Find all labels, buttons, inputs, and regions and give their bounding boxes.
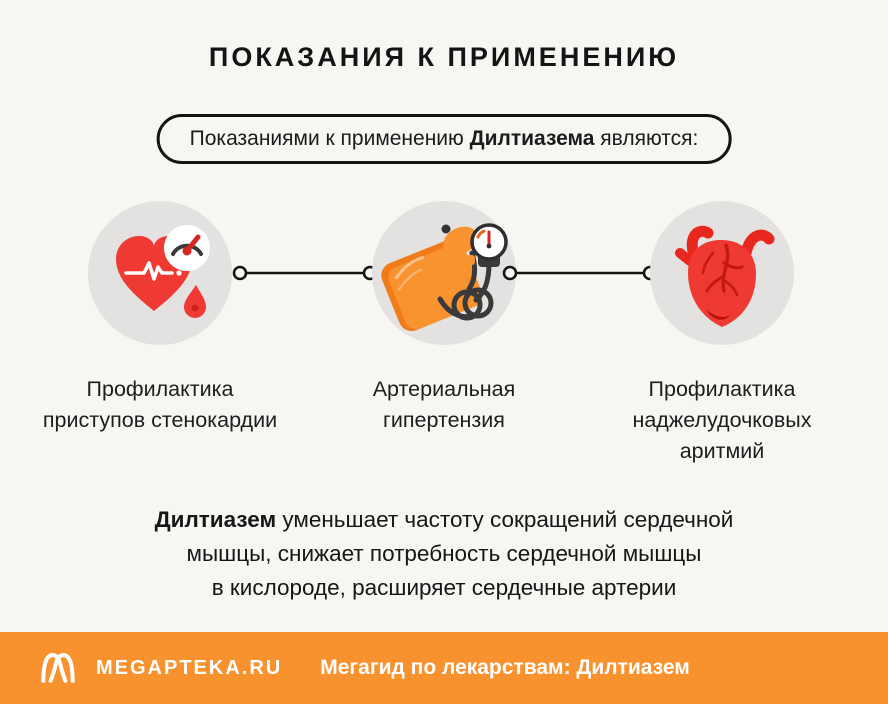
intro-drug-name: Дилтиазема <box>469 127 595 150</box>
footer-tagline: Мегагид по лекарствам: Дилтиазем <box>320 656 690 679</box>
blood-pressure-cuff-icon <box>381 223 508 332</box>
summary-line-1: Дилтиазем уменьшает частоту сокращений с… <box>154 507 734 532</box>
indication-circle-angina <box>88 201 232 345</box>
intro-prefix: Показаниями к применению <box>189 127 470 150</box>
intro-pill: Показаниями к применению Дилтиазема явля… <box>156 114 732 164</box>
summary-text: Дилтиазем уменьшает частоту сокращений с… <box>0 503 888 605</box>
summary-line-3: в кислороде, расширяет сердечные артерии <box>211 575 677 600</box>
intro-suffix: являются: <box>594 127 699 150</box>
summary-line-2: мышцы, снижает потребность сердечной мыш… <box>186 541 702 566</box>
megapteka-logo-icon <box>41 653 75 683</box>
indication-label-angina: Профилактика приступов стенокардии <box>42 377 278 432</box>
heart-pulse-icon <box>116 225 210 318</box>
footer-brand: MEGAPTEKA.RU <box>96 656 283 679</box>
indication-label-hypertension: Артериальная гипертензия <box>372 377 516 432</box>
footer-bar: MEGAPTEKA.RU Мегагид по лекарствам: Дилт… <box>0 632 888 704</box>
connector-line <box>232 265 378 281</box>
connector-line <box>502 265 658 281</box>
page-title: ПОКАЗАНИЯ К ПРИМЕНЕНИЮ <box>208 42 680 72</box>
anatomical-heart-icon <box>675 225 775 327</box>
summary-drug-name: Дилтиазем <box>154 507 277 532</box>
indication-circle-arrhythmia <box>650 201 794 345</box>
indication-circle-hypertension <box>372 201 516 345</box>
indication-label-arrhythmia: Профилактика наджелудочковых аритмий <box>632 377 812 463</box>
